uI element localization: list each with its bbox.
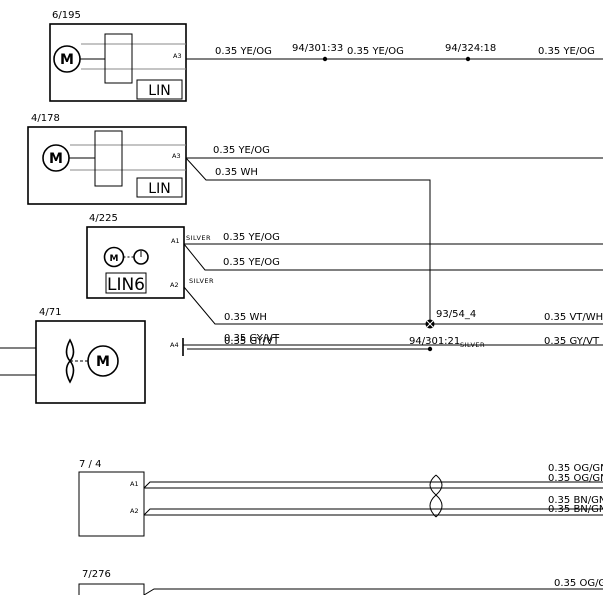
component-box: [78, 471, 145, 537]
lin-box: [136, 79, 183, 100]
fan-blade-top: [65, 338, 75, 363]
motor-icon-label: M: [110, 254, 119, 264]
component-4-71[interactable]: 4/71 M A4: [0, 307, 184, 404]
wire-label: 0.35 OG/GN: [548, 473, 603, 484]
motor-icon-label: M: [49, 151, 63, 167]
lin6-label: LIN6: [107, 275, 145, 295]
component-id: 6/195: [52, 10, 81, 21]
wire-label: 0.35 YE/OG: [213, 145, 270, 156]
splice-point: [322, 56, 328, 62]
splice-label: 93/54_4: [436, 309, 476, 320]
lin-label: LIN: [148, 83, 170, 99]
wire-row-5: 0.35 GY/VT 0.35 GY/VT 94/301:21 SILVER 0…: [183, 333, 603, 352]
wire-label: 0.35 GY/VT: [544, 336, 600, 347]
wire-row-1: 0.35 YE/OG 94/301:33 0.35 YE/OG 94/324:1…: [186, 43, 603, 62]
silver-label: SILVER: [460, 341, 485, 349]
wire-label: 0.35 WH: [215, 167, 258, 178]
wire-label: 0.35 YE/OG: [347, 46, 404, 57]
pin-label: A2: [170, 281, 179, 289]
silver-label: SILVER: [189, 277, 214, 285]
component-box: [27, 126, 187, 205]
component-7-276[interactable]: 7/276: [78, 569, 145, 595]
component-id: 4/71: [39, 307, 61, 318]
lin-label: LIN: [148, 181, 170, 197]
wire-row-2: 0.35 YE/OG 0.35 WH: [185, 145, 603, 324]
component-id: 7 / 4: [79, 459, 101, 470]
wire-label-duplicate: 0.35 GY/VT: [224, 336, 280, 347]
component-7-4[interactable]: 7 / 4 A1 A2: [78, 459, 145, 537]
component-box: [78, 583, 145, 595]
motor-icon-label: M: [96, 354, 110, 370]
silver-label: SILVER: [186, 234, 211, 242]
component-id: 4/225: [89, 213, 118, 224]
wire-row-7: 0.35 OG/GN: [143, 578, 603, 595]
pin-label: A1: [130, 480, 139, 488]
connector-block: [94, 130, 123, 187]
splice-point: [427, 346, 433, 352]
pin-label: A2: [130, 507, 139, 515]
pin-label: A3: [172, 152, 181, 160]
splice-label: 94/301:33: [292, 43, 343, 54]
wire-label: 0.35 GY/VT: [224, 333, 280, 344]
pin-label: A4: [170, 341, 179, 349]
pin-label: A1: [171, 237, 180, 245]
wire-label: 0.35 BN/GN: [548, 504, 603, 515]
wire-label: 0.35 YE/OG: [223, 257, 280, 268]
wire-label: 0.35 BN/GN: [548, 495, 603, 506]
connector-block: [104, 33, 133, 84]
component-box: [35, 320, 146, 404]
wire-row-6: 0.35 OG/GN 0.35 OG/GN 0.35 BN/GN 0.35 BN…: [143, 463, 603, 518]
motor-icon-label: M: [60, 52, 74, 68]
component-4-178[interactable]: 4/178 M LIN A3: [27, 113, 187, 205]
component-4-225[interactable]: 4/225 M LIN6 A1 A2 SILVER SILVER: [86, 213, 214, 299]
splice-point: [465, 56, 471, 62]
component-box: [49, 23, 187, 102]
wire-label: 0.35 OG/GN: [554, 578, 603, 589]
splice-label: 94/324:18: [445, 43, 496, 54]
sensor-icon: [133, 249, 149, 265]
splice-label: 94/301:21: [409, 336, 460, 347]
wire-row-3: 0.35 YE/OG 0.35 YE/OG 0.35 WH 93/54_4 0.…: [183, 232, 603, 329]
motor-icon: [87, 345, 119, 377]
wire-label: 0.35 YE/OG: [223, 232, 280, 243]
wire-label: 0.35 VT/WH: [544, 312, 603, 323]
pin-label: A3: [173, 52, 182, 60]
component-id: 7/276: [82, 569, 111, 580]
wire-label: 0.35 YE/OG: [538, 46, 595, 57]
fan-blade-bottom: [65, 359, 75, 384]
wire-label: 0.35 OG/GN: [548, 463, 603, 474]
lin-box: [136, 177, 183, 198]
component-id: 4/178: [31, 113, 60, 124]
wire-label: 0.35 YE/OG: [215, 46, 272, 57]
component-6-195[interactable]: 6/195 M LIN A3: [49, 10, 187, 102]
wire-label: 0.35 WH: [224, 312, 267, 323]
lin6-box: [105, 272, 147, 294]
component-box: [86, 226, 185, 299]
